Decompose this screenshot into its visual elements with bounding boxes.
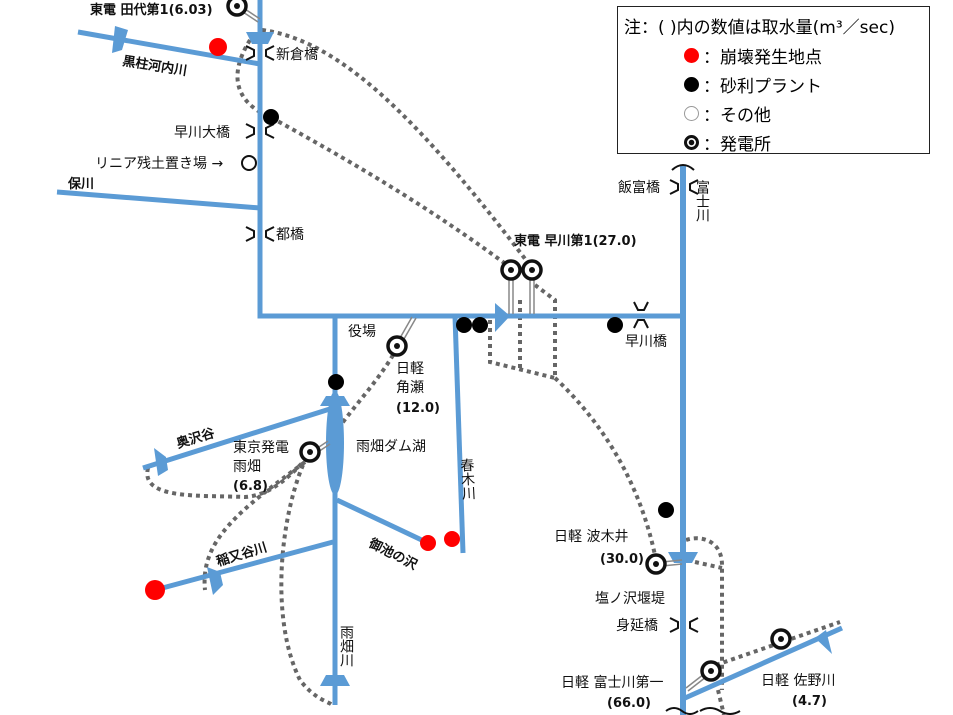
labels: 東電 田代第1(6.03) 黒柱河内川 新倉橋 早川大橋 リニア残土置き場 → … <box>67 2 835 711</box>
river-label-kurobashira: 黒柱河内川 <box>121 53 188 79</box>
plant-label-amahata-3: (6.8) <box>233 479 268 494</box>
dam-icon <box>320 396 350 406</box>
legend-item-gravel: ：砂利プラント <box>684 72 822 97</box>
river-label-miike: 御池の沢 <box>365 535 420 574</box>
weir-icon <box>154 448 168 476</box>
legend-label: ：発電所 <box>703 135 771 155</box>
bridge-icon <box>245 226 275 242</box>
legend-item-collapse: ：崩壊発生地点 <box>684 43 822 68</box>
collapse-point <box>209 38 227 56</box>
black-dot-icon <box>684 77 699 92</box>
dam-icon <box>246 32 274 44</box>
inamata-river <box>154 539 334 593</box>
power-station-icon <box>700 660 722 682</box>
weir-icon <box>112 26 128 53</box>
collapse-point <box>420 535 436 551</box>
gravel-plant <box>263 109 279 125</box>
amahata-dam-lake <box>326 391 344 495</box>
miike-river <box>335 497 430 546</box>
plant-label-hakii-2: (30.0) <box>600 552 644 567</box>
bridge-label-hayakawa: 早川橋 <box>625 334 667 350</box>
legend-note: 注：( )内の数値は取水量(m³／sec) <box>624 18 895 38</box>
power-station-icon <box>500 259 522 281</box>
red-dot-icon <box>684 48 699 63</box>
plant-label-tsunose-2: 角瀬 <box>396 380 424 396</box>
river-label-fuji: 富士川 <box>694 179 710 222</box>
hokawa-river <box>56 189 261 211</box>
river-label-amahata: 雨畑川 <box>338 625 354 667</box>
place-label-shionosawa: 塩ノ沢堰堤 <box>595 591 665 607</box>
river-label-hokawa: 保川 <box>67 176 94 192</box>
okusawa-river <box>142 405 334 471</box>
bridge-label-ifutomi: 飯富橋 <box>618 179 660 196</box>
bridge-icon <box>245 123 275 139</box>
plant-label-tashiro: 東電 田代第1(6.03) <box>90 2 213 18</box>
plant-label-amahata-2: 雨畑 <box>233 459 261 475</box>
gravel-plant <box>472 317 488 333</box>
bridge-icon <box>669 617 699 633</box>
dam-icon <box>320 675 350 686</box>
weir-icon <box>207 567 223 595</box>
bridge-label-minobu: 身延橋 <box>616 618 658 634</box>
bridge-icon <box>669 179 699 195</box>
gravel-plant <box>456 317 472 333</box>
power-station-icon <box>645 553 667 575</box>
plant-label-amahata-1: 東京発電 <box>233 440 289 456</box>
sano-river <box>683 625 844 701</box>
plant-label-sanogawa-2: (4.7) <box>792 694 827 709</box>
plant-label-fujikawa1-2: (66.0) <box>607 696 651 711</box>
power-station-icon <box>299 441 321 463</box>
lake-label: 雨畑ダム湖 <box>356 439 426 455</box>
gravel-plants <box>263 109 674 518</box>
collapse-point <box>145 580 165 600</box>
rivers <box>56 0 844 715</box>
bridge-label-hayakawa-ohashi: 早川大橋 <box>174 125 230 141</box>
plant-label-hayakawa1: 東電 早川第1(27.0) <box>514 233 637 249</box>
power-station-icon <box>386 335 408 357</box>
kurobashira-river <box>77 29 261 67</box>
power-stations <box>226 0 792 682</box>
place-label-linear-soil: リニア残土置き場 → <box>95 156 223 172</box>
legend-label: ：砂利プラント <box>703 77 822 97</box>
weir-icon <box>815 630 832 654</box>
plant-label-tsunose-3: (12.0) <box>396 401 440 416</box>
legend-label: ：その他 <box>703 106 771 126</box>
plant-label-hakii-1: 日軽 波木井 <box>554 529 628 545</box>
collapse-points <box>145 38 460 600</box>
legend-item-power: ：発電所 <box>684 130 771 155</box>
bridges <box>245 45 699 633</box>
gravel-plant <box>658 502 674 518</box>
gravel-plant <box>607 317 623 333</box>
haruki-river <box>452 315 466 554</box>
weir-icon <box>495 303 510 332</box>
plant-label-tsunose-1: 日軽 <box>396 361 424 377</box>
place-label-yakuba: 役場 <box>348 324 376 340</box>
white-dot-icon <box>684 106 699 121</box>
bridge-label-shinkura: 新倉橋 <box>276 47 318 63</box>
power-station-icon <box>226 0 248 17</box>
legend: 注：( )内の数値は取水量(m³／sec) ：崩壊発生地点 ：砂利プラント ：そ… <box>617 6 930 155</box>
bridge-icon <box>633 301 649 329</box>
plant-label-fujikawa1-1: 日軽 富士川第一 <box>561 674 663 691</box>
collapse-point <box>444 531 460 547</box>
power-station-icon <box>770 628 792 650</box>
gravel-plant <box>328 374 344 390</box>
legend-item-other: ：その他 <box>684 101 771 126</box>
bridge-icon <box>245 45 275 61</box>
river-label-haruki: 春木川 <box>458 458 476 501</box>
bridge-label-miyako: 都橋 <box>276 227 304 243</box>
power-station-icon <box>521 259 543 281</box>
hayakawa-river <box>257 0 683 319</box>
plant-label-sanogawa-1: 日軽 佐野川 <box>761 673 835 689</box>
other-point <box>241 155 257 171</box>
legend-label: ：崩壊発生地点 <box>703 48 822 68</box>
cut-marks <box>665 164 741 715</box>
power-station-icon <box>684 135 699 150</box>
